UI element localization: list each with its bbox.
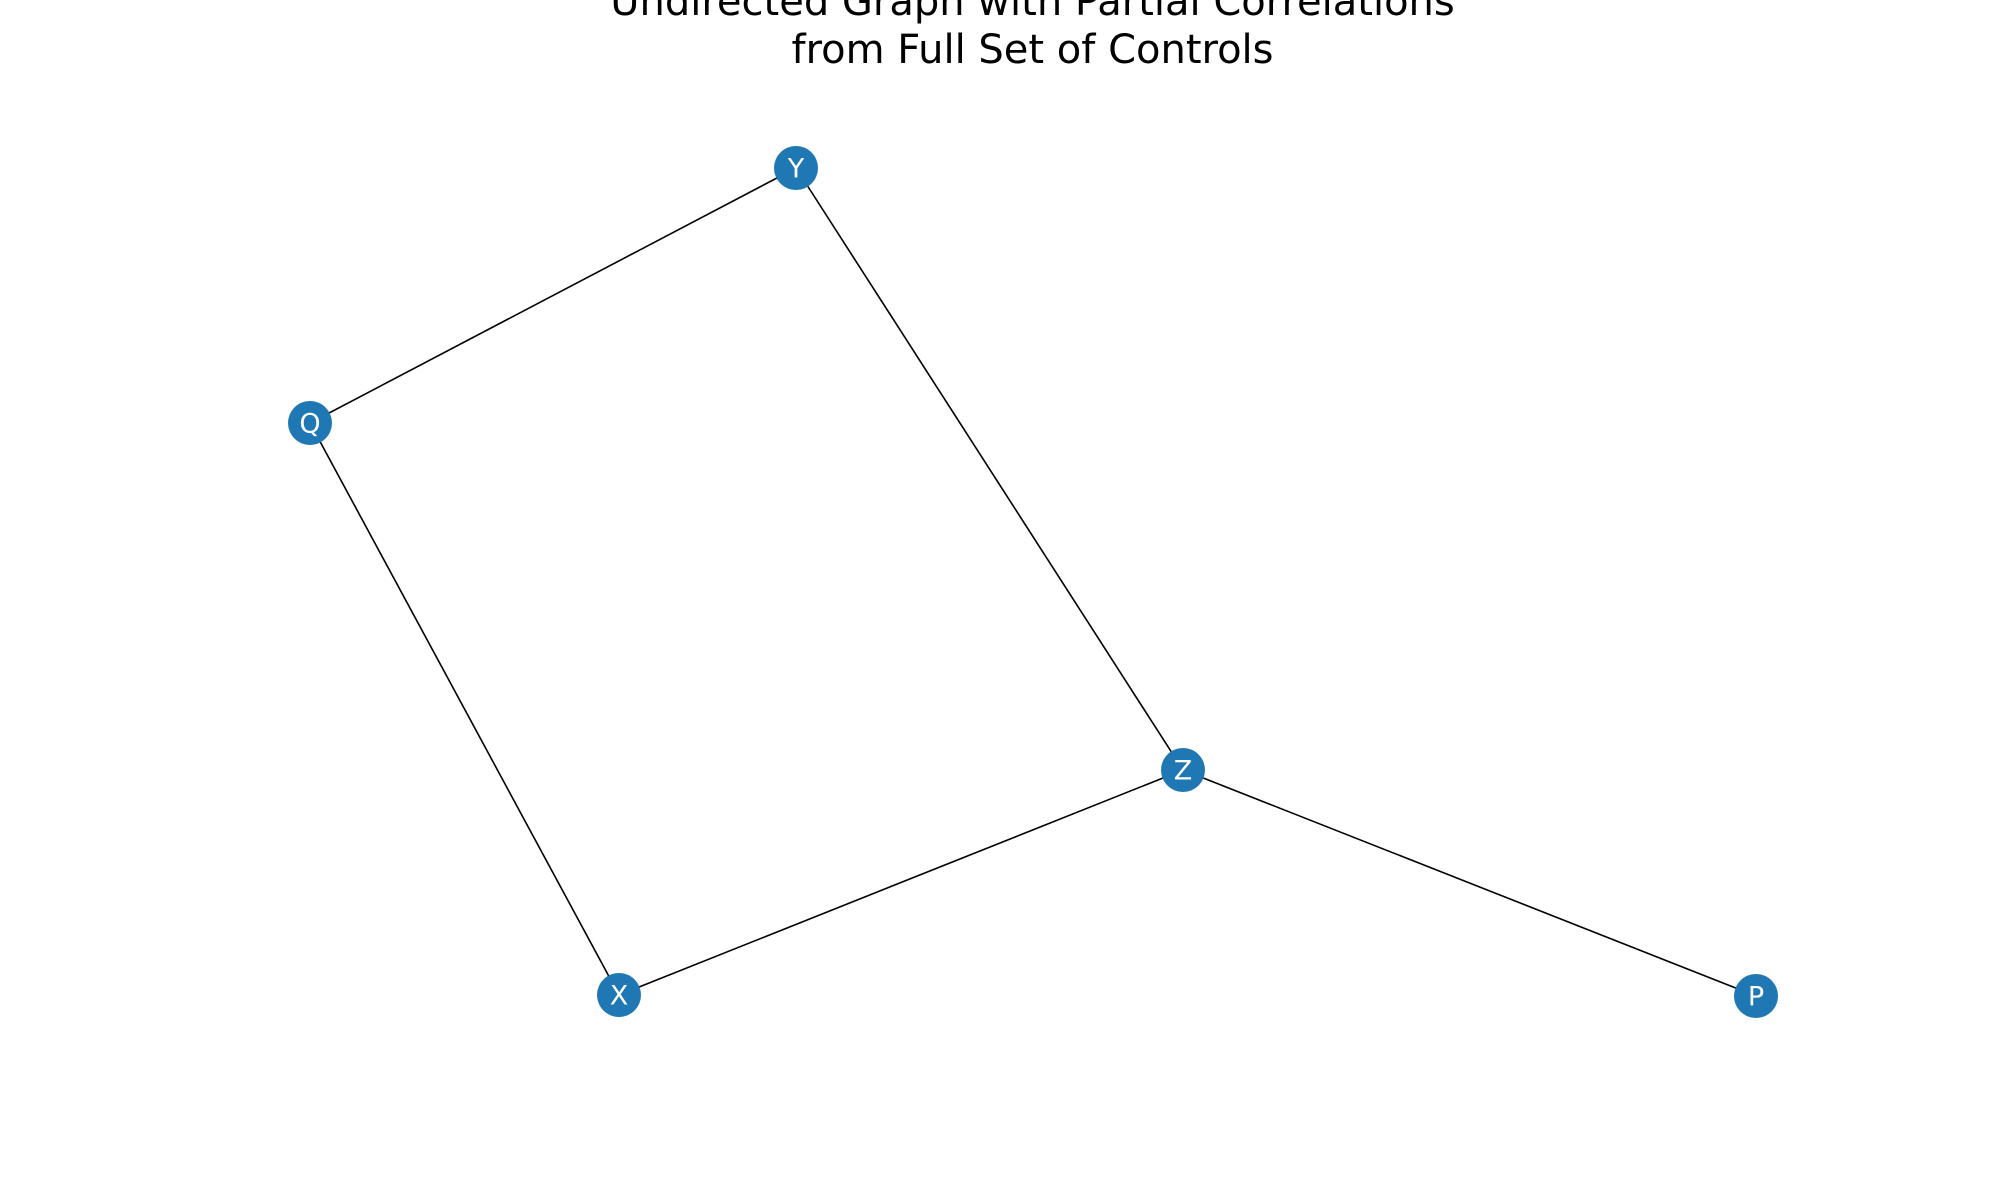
node-label-p: P xyxy=(1748,982,1764,1013)
node-label-x: X xyxy=(610,981,629,1012)
node-circle-z xyxy=(1161,748,1205,792)
node-z: Z xyxy=(1161,748,1205,792)
edges-layer xyxy=(309,167,1757,997)
node-label-z: Z xyxy=(1174,756,1193,787)
chart-title: Undirected Graph with Partial Correlatio… xyxy=(0,0,2000,74)
node-label-y: Y xyxy=(787,154,805,185)
nodes-layer: Y Q Z X P xyxy=(288,146,1778,1018)
node-y: Y xyxy=(774,146,818,190)
node-circle-y xyxy=(774,146,818,190)
node-label-q: Q xyxy=(299,409,320,440)
edge-x-z xyxy=(618,769,1184,996)
node-p: P xyxy=(1734,974,1778,1018)
node-circle-x xyxy=(597,973,641,1017)
node-circle-p xyxy=(1734,974,1778,1018)
node-x: X xyxy=(597,973,641,1017)
title-line-1: Undirected Graph with Partial Correlatio… xyxy=(610,0,1455,25)
edge-z-p xyxy=(1182,769,1757,997)
node-circle-q xyxy=(288,401,332,445)
edge-y-z xyxy=(795,167,1184,771)
node-q: Q xyxy=(288,401,332,445)
edge-q-y xyxy=(309,167,797,424)
edge-q-x xyxy=(309,422,620,996)
title-line-2: from Full Set of Controls xyxy=(791,27,1274,73)
